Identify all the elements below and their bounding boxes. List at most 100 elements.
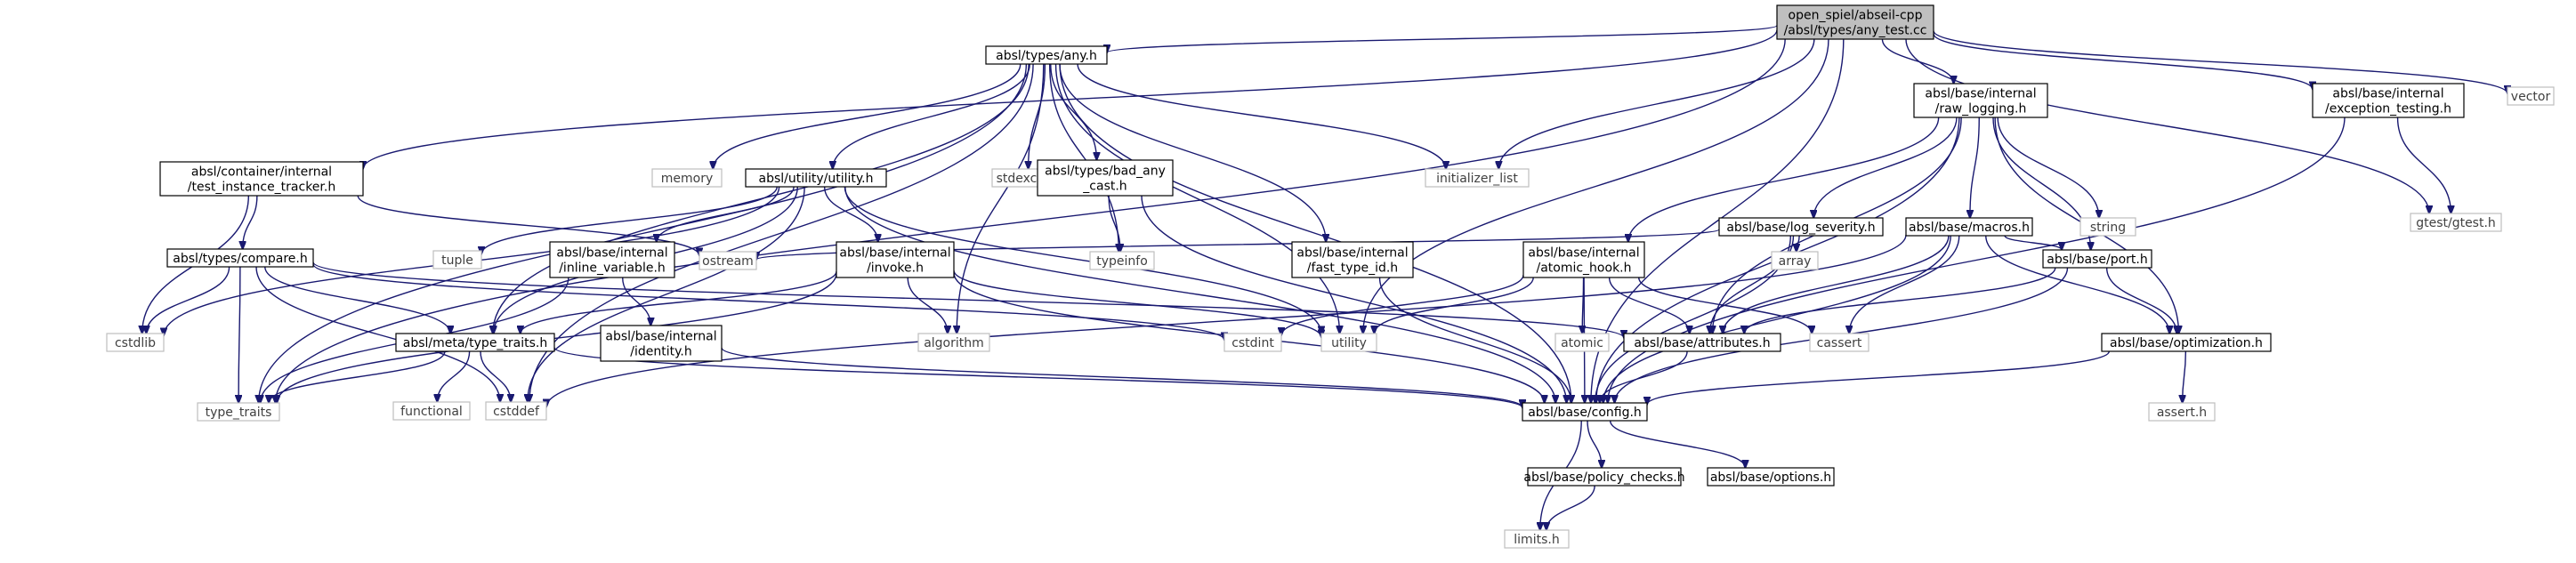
node-identity[interactable]: absl/base/internal/identity.h <box>600 325 723 362</box>
node-label: memory <box>661 172 714 186</box>
edge-port-to-attributes <box>1744 267 2056 334</box>
node-box <box>651 168 723 188</box>
edge-optimization-to-assert_h <box>2183 350 2187 403</box>
edge-any_h-to-initializer_list <box>1077 63 1446 169</box>
node-optimization[interactable]: absl/base/optimization.h <box>2101 333 2272 352</box>
node-label: open_spiel/abseil-cpp <box>1789 9 1923 23</box>
node-invoke[interactable]: absl/base/internal/invoke.h <box>836 241 955 278</box>
edge-any_h-to-fast_type_id <box>1059 63 1326 242</box>
node-policy_checks[interactable]: absl/base/policy_checks.h <box>1523 467 1685 487</box>
node-inline_variable[interactable]: absl/base/internal/inline_variable.h <box>549 241 675 278</box>
node-memory: memory <box>651 168 723 188</box>
node-label: tuple <box>441 253 473 268</box>
node-type_traits_h[interactable]: absl/meta/type_traits.h <box>395 333 555 352</box>
edge-invoke-to-algorithm <box>907 277 948 334</box>
edge-compare-to-type_traits_h <box>264 266 450 334</box>
node-box <box>699 251 757 270</box>
node-utility_h[interactable]: absl/utility/utility.h <box>745 168 887 188</box>
node-vector: vector <box>2507 86 2555 106</box>
node-log_severity[interactable]: absl/base/log_severity.h <box>1718 217 1884 237</box>
node-any_h[interactable]: absl/types/any.h <box>985 45 1108 65</box>
node-port[interactable]: absl/base/port.h <box>2042 249 2152 269</box>
edge-compare-to-cstdint <box>312 263 1224 340</box>
node-label: /identity.h <box>630 345 691 359</box>
edge-any_h-to-utility_h <box>833 63 1030 169</box>
node-label: absl/base/port.h <box>2047 253 2147 267</box>
node-label: /absl/types/any_test.cc <box>1784 24 1927 38</box>
node-box <box>432 250 482 269</box>
node-atomic: atomic <box>1554 333 1610 352</box>
node-label: cassert <box>1817 336 1862 350</box>
node-box <box>1425 168 1530 188</box>
node-config[interactable]: absl/base/config.h <box>1522 402 1648 422</box>
node-box <box>2507 86 2555 106</box>
node-tracker[interactable]: absl/container/internal/test_instance_tr… <box>159 161 364 197</box>
node-label: typeinfo <box>1096 254 1148 269</box>
edge-atomic_hook-to-attributes <box>1608 277 1690 334</box>
node-label: utility <box>1331 336 1367 350</box>
node-box <box>159 161 364 197</box>
node-label: absl/base/internal <box>839 246 950 261</box>
edge-any_h-to-utility <box>1054 63 1340 334</box>
node-label: cstdint <box>1231 336 1274 350</box>
node-tuple: tuple <box>432 250 482 269</box>
edge-compare-to-cstddef <box>255 266 500 402</box>
edge-macros-to-attributes <box>1723 235 1950 334</box>
node-box <box>2312 83 2465 118</box>
node-box <box>166 248 314 268</box>
node-raw_logging[interactable]: absl/base/internal/raw_logging.h <box>1913 83 2048 118</box>
edge-optimization-to-config <box>1647 350 2111 405</box>
node-box <box>2101 333 2272 352</box>
node-array: array <box>1771 251 1819 270</box>
node-label: absl/base/options.h <box>1710 471 1831 485</box>
node-label: ostream <box>702 254 754 269</box>
node-box <box>1522 241 1645 278</box>
edge-any_h-to-memory <box>713 63 1022 169</box>
node-box <box>1623 333 1781 352</box>
edge-config-to-options <box>1609 420 1746 468</box>
node-attributes[interactable]: absl/base/attributes.h <box>1623 333 1781 352</box>
node-type_traits: type_traits <box>197 402 280 422</box>
node-label: absl/base/internal <box>1925 87 2036 101</box>
node-box <box>1527 467 1682 487</box>
node-box <box>106 333 165 352</box>
node-macros[interactable]: absl/base/macros.h <box>1905 217 2033 237</box>
node-label: /atomic_hook.h <box>1536 261 1631 276</box>
node-label: cstdlib <box>115 336 156 350</box>
node-exception_testing[interactable]: absl/base/internal/exception_testing.h <box>2312 83 2465 118</box>
edge-any_h-to-type_traits <box>259 63 1028 403</box>
node-box <box>1913 83 2048 118</box>
node-label: /invoke.h <box>867 261 924 276</box>
edge-log_severity-to-ostream <box>756 229 1720 260</box>
node-label: absl/base/internal <box>1528 246 1639 261</box>
node-options[interactable]: absl/base/options.h <box>1707 467 1835 487</box>
node-fast_type_id[interactable]: absl/base/internal/fast_type_id.h <box>1291 241 1414 278</box>
node-bad_any_cast[interactable]: absl/types/bad_any_cast.h <box>1037 159 1174 197</box>
node-root[interactable]: open_spiel/abseil-cpp/absl/types/any_tes… <box>1776 4 1934 40</box>
node-label: absl/base/macros.h <box>1909 221 2030 235</box>
node-label: limits.h <box>1514 533 1559 547</box>
node-label: absl/meta/type_traits.h <box>403 336 548 350</box>
edge-macros-to-port <box>2004 235 2062 250</box>
edge-atomic_hook-to-cassert <box>1638 277 1812 334</box>
node-compare[interactable]: absl/types/compare.h <box>166 248 314 268</box>
node-box <box>1089 251 1155 270</box>
node-label: absl/base/optimization.h <box>2110 336 2263 350</box>
node-box <box>745 168 887 188</box>
node-box <box>1707 467 1835 487</box>
node-atomic_hook[interactable]: absl/base/internal/atomic_hook.h <box>1522 241 1645 278</box>
node-initializer_list: initializer_list <box>1425 168 1530 188</box>
edge-root-to-any_h <box>1107 24 1778 53</box>
node-box <box>1776 4 1934 40</box>
node-label: assert.h <box>2157 406 2207 420</box>
edge-policy_checks-to-limits_h <box>1546 485 1595 530</box>
edge-type_traits_h-to-type_traits <box>269 350 446 403</box>
edge-compare-to-attributes <box>312 261 1624 338</box>
edge-config-to-policy_checks <box>1587 420 1602 468</box>
node-label: array <box>1779 254 1812 269</box>
edge-compare-to-cstdlib <box>146 266 230 334</box>
edge-any_h-to-typeinfo <box>1048 63 1119 252</box>
node-box <box>1809 333 1869 352</box>
node-box <box>600 325 723 362</box>
